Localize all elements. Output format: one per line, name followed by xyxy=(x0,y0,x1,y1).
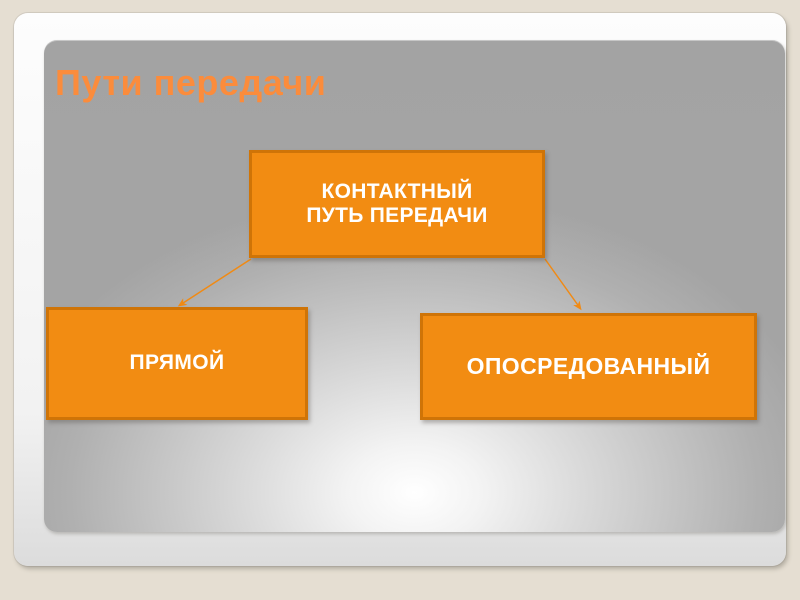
slide-content-area xyxy=(44,40,785,532)
node-label: КОНТАКТНЫЙ ПУТЬ ПЕРЕДАЧИ xyxy=(306,179,488,227)
node-label: ОПОСРЕДОВАННЫЙ xyxy=(466,353,711,380)
diagram-node-oposredovanny[interactable]: ОПОСРЕДОВАННЫЙ xyxy=(420,313,757,420)
page-title: Пути передачи xyxy=(55,62,327,103)
diagram-node-pryamoy[interactable]: ПРЯМОЙ xyxy=(46,307,308,420)
node-label: ПРЯМОЙ xyxy=(129,351,225,375)
diagram-node-kontaktny-put-peredachi[interactable]: КОНТАКТНЫЙ ПУТЬ ПЕРЕДАЧИ xyxy=(249,150,545,258)
slide-frame xyxy=(14,13,786,566)
